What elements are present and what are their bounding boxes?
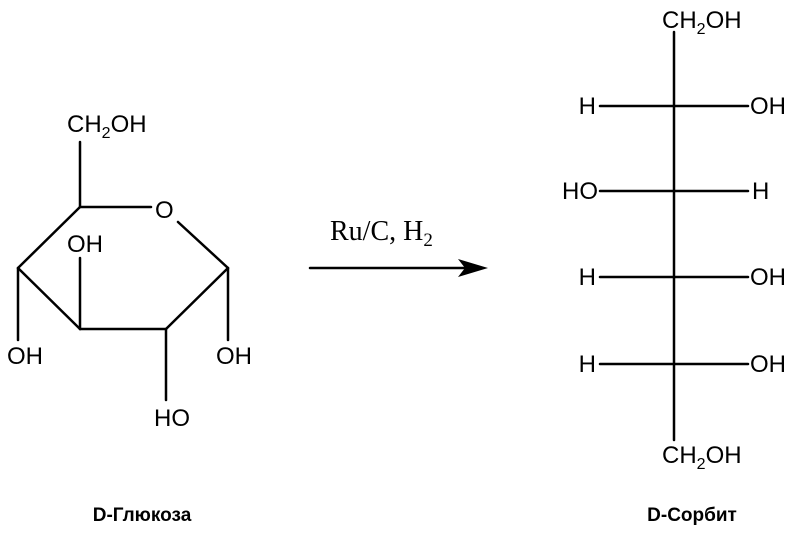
bond-c4-c5 — [16, 205, 82, 270]
reaction-arrow-head — [458, 259, 488, 277]
bond-o-c1 — [176, 220, 230, 270]
row-2-left-label: HO — [562, 178, 598, 205]
ring-oxygen-label: O — [155, 197, 174, 224]
sorbitol-top-ch2oh: CH2OH — [662, 7, 742, 38]
row-1-right-label: OH — [750, 93, 786, 120]
row-1-left-label: H — [579, 93, 596, 120]
glucose-oh-c4-label: OH — [7, 343, 43, 370]
glucose-oh-c3-label: OH — [67, 231, 103, 258]
row-4-right-label: OH — [750, 351, 786, 378]
glucose-structure: CH2OH O OH OH OH HO — [7, 111, 252, 432]
bond-c1-c2 — [164, 266, 230, 331]
glucose-ho-c2-label: HO — [154, 405, 190, 432]
catalyst-label: Ru/C, H2 — [330, 216, 433, 251]
bond-c3-c4 — [16, 266, 82, 331]
sorbitol-bottom-ch2oh: CH2OH — [662, 442, 742, 473]
reactant-name: D-Глюкоза — [93, 505, 192, 526]
row-4-left-label: H — [579, 351, 596, 378]
row-2-right-label: H — [752, 178, 769, 205]
row-3-left-label: H — [579, 264, 596, 291]
glucose-ch2oh-label: CH2OH — [67, 111, 147, 142]
sorbitol-structure: CH2OH H OH HO H H OH H OH CH2OH — [562, 7, 786, 473]
row-3-right-label: OH — [750, 264, 786, 291]
glucose-oh-c1-label: OH — [216, 343, 252, 370]
reaction-arrow-group: Ru/C, H2 — [308, 216, 488, 277]
product-name: D-Сорбит — [647, 505, 737, 526]
